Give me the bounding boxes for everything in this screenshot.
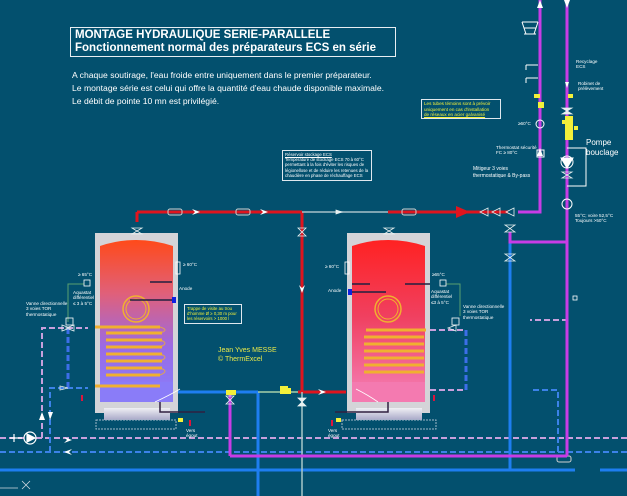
note-trappe-visite: Trappe de visite au trou d'homme Ø ≥ 0,3… [184, 304, 242, 324]
aquastat-links [67, 283, 461, 322]
thermostats [65, 261, 578, 326]
label-left-tank-temp: ≥ 60°C [183, 262, 198, 267]
primary-pump [10, 431, 37, 445]
intro-text: A chaque soutirage, l'eau froide entre u… [72, 69, 384, 108]
recirculation-pump [560, 147, 587, 210]
label-temp-retour: 55°C; voire 52,5°C Toujours >50°C [575, 213, 614, 224]
page-subtitle: Fonctionnement normal des préparateurs E… [75, 42, 376, 54]
fixtures [521, 21, 545, 158]
note-tubes-temoins: Les tubes témoins sont à prévoir uniquem… [421, 99, 501, 119]
note-reservoir-stockage: Réservoir stockage ECS Température de st… [282, 150, 372, 181]
label-left-anode: Anode [179, 286, 193, 291]
page-title: MONTAGE HYDRAULIQUE SERIE-PARALLELE [75, 29, 331, 41]
label-right-vanne: Vanne directionnelle 3 voies TOR thermos… [463, 304, 505, 320]
label-right-anode: Anode [328, 288, 342, 293]
yellow-devices [178, 94, 578, 422]
right-tank [335, 233, 437, 430]
valves [59, 107, 574, 407]
cold-water-pipes [0, 240, 627, 496]
label-temp-60: ≥60°C [518, 121, 531, 126]
author-signature: Jean Yves MESSE © ThermExcel [218, 347, 277, 363]
label-right-aquastat: Aquastat différentiel ≤3 à 5°C [431, 289, 453, 305]
label-pompe-bouclage: Pompe bouclage [586, 138, 619, 157]
label-thermostat-securite: Thermostat sécurité FC ≥ 80°C [496, 145, 537, 156]
intro-line-2: Le montage série est celui qui offre la … [72, 83, 385, 93]
label-recyclage: Recyclage ECS [576, 59, 598, 70]
intro-line-1: A chaque soutirage, l'eau froide entre u… [72, 70, 372, 80]
label-left-aquastat: Aquastat différentiel ≤ 3 à 5°C [73, 290, 95, 306]
intro-line-3: Le débit de pointe 10 mn est privilégié. [72, 96, 220, 106]
label-right-tank-temp: ≥ 60°C [325, 264, 340, 269]
left-tank [95, 233, 205, 430]
label-mitigeur: Mitigeur 3 voies thermostatique & By-pas… [473, 166, 531, 179]
title-box: MONTAGE HYDRAULIQUE SERIE-PARALLELE Fonc… [70, 27, 396, 57]
label-vers-egout-left: Vers égout [186, 428, 198, 439]
label-left-aquastat-temp: ≥ 65°C [78, 272, 93, 277]
primary-circuit [0, 319, 627, 453]
ucs-marker [0, 480, 31, 490]
label-right-aquastat-temp: ≥65°C [432, 272, 445, 277]
recirculation-pipes [228, 0, 569, 458]
label-left-vanne: Vanne directionnelle 3 voies TOR thermos… [26, 301, 68, 317]
label-vers-egout-right: Vers égout [328, 428, 340, 439]
label-robinet-prelevement: Robinet de prélèvement [578, 81, 604, 92]
